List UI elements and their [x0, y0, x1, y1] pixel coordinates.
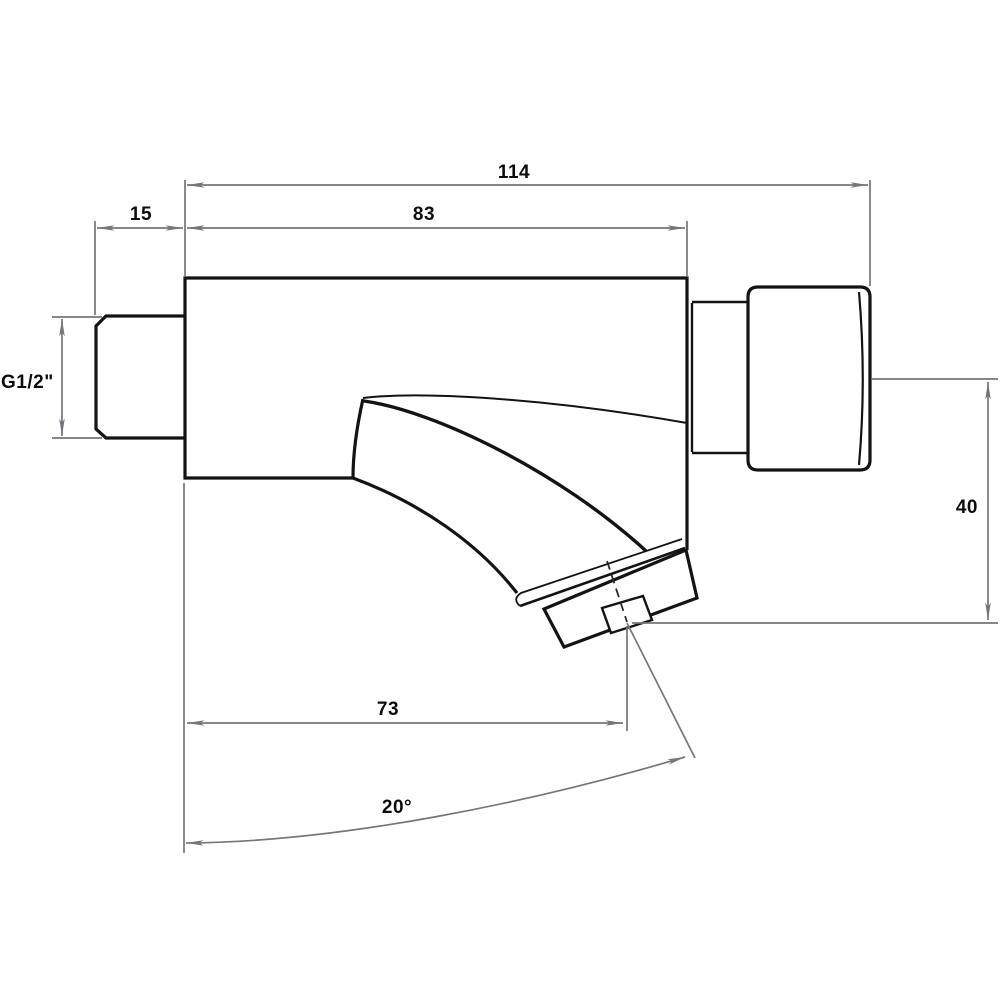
spout-top-curve — [362, 394, 688, 424]
spout-front-curve — [363, 399, 648, 553]
aerator-rim-bottom — [519, 546, 686, 608]
dimensions: 114 83 15 G1/2" 40 — [1, 162, 998, 853]
dimension-outlet-drop: 40 — [956, 382, 991, 620]
dimension-arc-20 — [185, 756, 686, 846]
dimension-inlet-thread: G1/2" — [1, 319, 65, 436]
dim-label-15: 15 — [130, 204, 152, 225]
angle-reference-ray — [626, 622, 696, 759]
dim-label-83: 83 — [413, 204, 435, 225]
dimension-inlet-length: 15 — [97, 204, 183, 231]
dim-label-114: 114 — [498, 162, 530, 183]
dimension-body-length: 83 — [187, 204, 685, 231]
extension-lines — [52, 180, 998, 853]
spout-fin-edge — [351, 398, 365, 479]
dimension-total-length: 114 — [187, 162, 868, 188]
aerator-rim-top — [515, 538, 683, 607]
inlet-thread-stub — [94, 314, 185, 440]
push-button-face-line — [857, 291, 864, 466]
dimension-spout-reach: 73 — [187, 699, 623, 726]
aerator-body — [541, 547, 699, 649]
push-button-cap — [746, 285, 872, 472]
dim-label-73: 73 — [377, 699, 399, 720]
dim-label-20: 20° — [382, 797, 412, 818]
spout-bottom-curve — [352, 476, 519, 594]
valve-body — [183, 276, 689, 550]
dim-label-thread: G1/2" — [1, 372, 54, 393]
collar — [690, 300, 748, 455]
dim-label-40: 40 — [956, 497, 978, 518]
outlet-centerline — [606, 560, 628, 623]
faucet-outline — [94, 276, 872, 649]
dimension-spout-angle: 20° — [185, 756, 686, 846]
